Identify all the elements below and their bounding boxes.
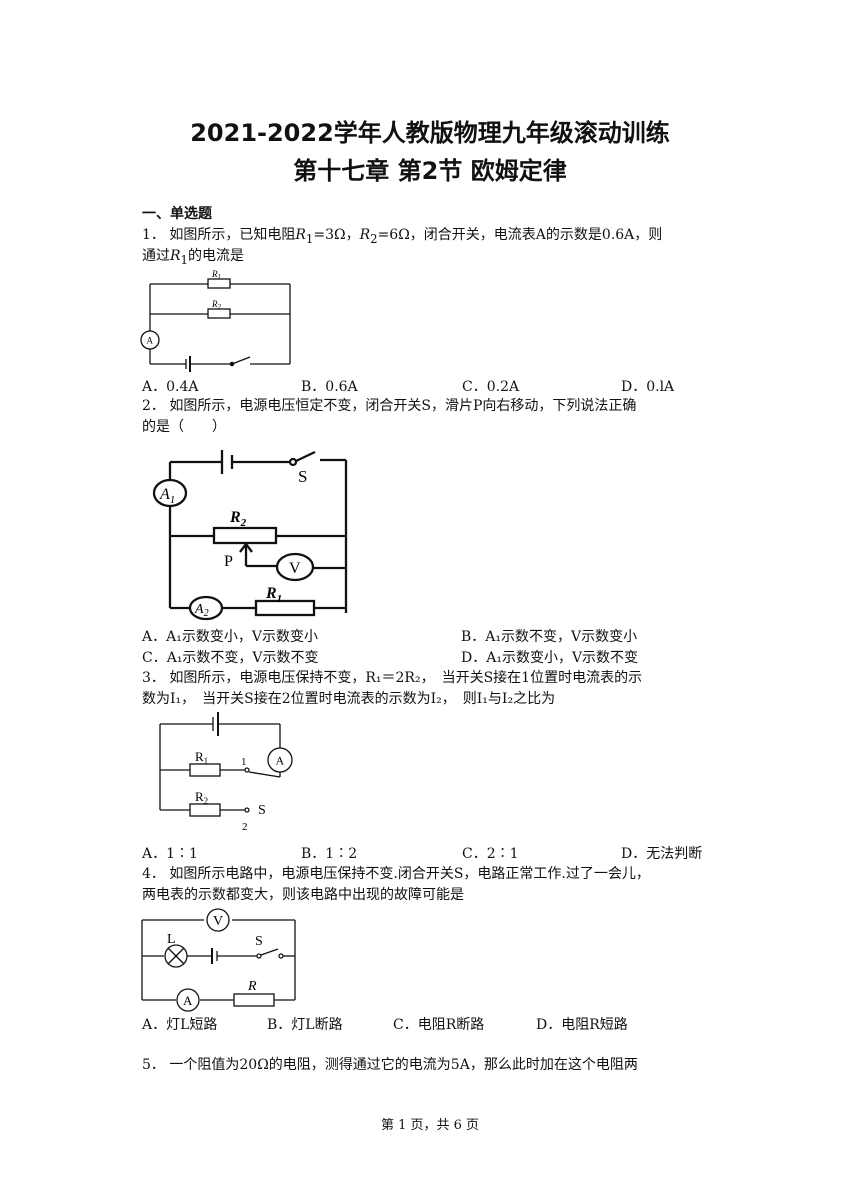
q4-number: 4．: [142, 866, 165, 882]
q4-option-b[interactable]: B．灯L断路: [267, 1017, 343, 1033]
q4-text1: 如图所示电路中，电源电压保持不变.闭合开关S，电路正常工作.过了一会儿，: [169, 866, 650, 882]
doc-title-line2: 第十七章 第2节 欧姆定律: [293, 157, 567, 185]
q2-option-c[interactable]: C．A₁示数不变，V示数不变: [142, 650, 319, 666]
q1-option-a[interactable]: A．0.4A: [142, 379, 199, 395]
q1-line2-sub: 1: [180, 252, 188, 267]
q4-option-a[interactable]: A．灯L短路: [142, 1017, 218, 1033]
q3-option-a[interactable]: A．1∶1: [142, 846, 198, 862]
q1-line2-b: 的电流是: [187, 248, 244, 264]
q2-line1: 2． 如图所示，电源电压恒定不变，闭合开关S，滑片P向右移动，下列说法正确: [142, 396, 636, 417]
q1-r2-sub: 2: [370, 231, 378, 246]
q4-fig-resistor-label: R: [247, 979, 257, 994]
q3-fig-meter-label: A: [276, 754, 285, 768]
q2-fig-slider-label: P: [224, 553, 233, 570]
q2-number: 2．: [142, 398, 165, 414]
q1-circuit-diagram: R1 R2 A: [140, 269, 291, 372]
q2-fig-voltmeter-label: V: [289, 560, 301, 577]
q1-option-b[interactable]: B．0.6A: [301, 379, 358, 395]
q1-option-d[interactable]: D．0.lA: [621, 379, 675, 395]
q3-number: 3．: [142, 670, 165, 686]
q1-line2-a: 通过: [142, 248, 170, 264]
q1-fig-r2-label: R2: [211, 299, 222, 311]
q4-fig-ammeter-label: A: [183, 993, 193, 1008]
q3-option-b[interactable]: B．1∶2: [301, 846, 358, 862]
q5-line1: 5． 一个阻值为20Ω的电阻，测得通过它的电流为5A，那么此时加在这个电阻两: [142, 1055, 638, 1076]
q1-line1: 1． 如图所示，已知电阻R1=3Ω，R2=6Ω，闭合开关，电流表A的示数是0.6…: [142, 225, 662, 250]
q2-line2: 的是（ ）: [142, 419, 226, 435]
q2-option-b[interactable]: B．A₁示数不变，V示数变小: [461, 629, 638, 645]
q3-line1: 3． 如图所示，电源电压保持不变，R₁＝2R₂， 当开关S接在1位置时电流表的示: [142, 668, 642, 689]
q4-line1: 4． 如图所示电路中，电源电压保持不变.闭合开关S，电路正常工作.过了一会儿，: [142, 864, 650, 885]
q2-fig-r1-label: R1: [265, 585, 282, 605]
q3-fig-pos1-label: 1: [241, 756, 247, 768]
doc-title-line1: 2021-2022学年人教版物理九年级滚动训练: [190, 119, 670, 147]
q4-line2: 两电表的示数都变大，则该电路中出现的故障可能是: [142, 887, 464, 903]
q3-fig-pos2-label: 2: [242, 821, 248, 833]
q1-number: 1．: [142, 227, 165, 243]
q3-fig-r1-label: R1: [195, 749, 208, 766]
q3-option-c[interactable]: C．2∶1: [462, 846, 519, 862]
q2-fig-a2-label: A2: [194, 602, 209, 619]
q4-fig-lamp-label: L: [167, 932, 176, 947]
section-heading: 一、单选题: [142, 206, 212, 222]
q4-option-c[interactable]: C．电阻R断路: [393, 1017, 485, 1033]
q4-fig-switch-label: S: [255, 934, 263, 949]
q1-r1: R: [295, 227, 306, 243]
q2-option-a[interactable]: A．A₁示数变小，V示数变小: [142, 629, 318, 645]
q2-text1: 如图所示，电源电压恒定不变，闭合开关S，滑片P向右移动，下列说法正确: [169, 398, 637, 414]
q5-text1: 一个阻值为20Ω的电阻，测得通过它的电流为5A，那么此时加在这个电阻两: [169, 1057, 638, 1073]
q2-option-d[interactable]: D．A₁示数变小，V示数不变: [461, 650, 639, 666]
q5-number: 5．: [142, 1057, 165, 1073]
q3-option-d[interactable]: D．无法判断: [621, 846, 703, 862]
q1-text-a: 如图所示，已知电阻: [169, 227, 296, 243]
q3-fig-r2-label: R2: [195, 789, 208, 806]
q4-fig-voltmeter-label: V: [213, 914, 223, 929]
q3-fig-switch-label: S: [258, 803, 266, 818]
q3-text1: 如图所示，电源电压保持不变，R₁＝2R₂， 当开关S接在1位置时电流表的示: [169, 670, 643, 686]
q1-fig-ammeter-label: A: [147, 336, 154, 346]
q4-option-d[interactable]: D．电阻R短路: [536, 1017, 628, 1033]
q2-fig-r2-label: R2: [229, 509, 247, 529]
page-footer: 第 1 页，共 6 页: [380, 1118, 480, 1133]
q2-fig-a1-label: A1: [159, 486, 175, 506]
q1-fig-r1-label: R1: [211, 269, 221, 281]
q1-r1-val: =3Ω，: [313, 227, 360, 243]
q2-circuit-diagram: S A1 R2 P V A2 R1: [152, 450, 348, 621]
q4-circuit-diagram: V L S A R: [141, 908, 296, 1012]
q1-r2: R: [359, 227, 371, 243]
q2-fig-switch-label: S: [298, 467, 307, 486]
q1-r1-sub: 1: [305, 231, 314, 246]
q1-r2-val: =6Ω，闭合开关，电流表A的示数是0.6A，则: [377, 227, 663, 243]
q1-option-c[interactable]: C．0.2A: [462, 379, 520, 395]
q1-line2: 通过R1的电流是: [142, 246, 244, 271]
q3-circuit-diagram: R1 R2 1 2 S A: [159, 712, 293, 833]
q1-line2-r: R: [170, 248, 181, 264]
q3-line2: 数为I₁， 当开关S接在2位置时电流表的示数为I₂， 则I₁与I₂之比为: [142, 691, 556, 707]
